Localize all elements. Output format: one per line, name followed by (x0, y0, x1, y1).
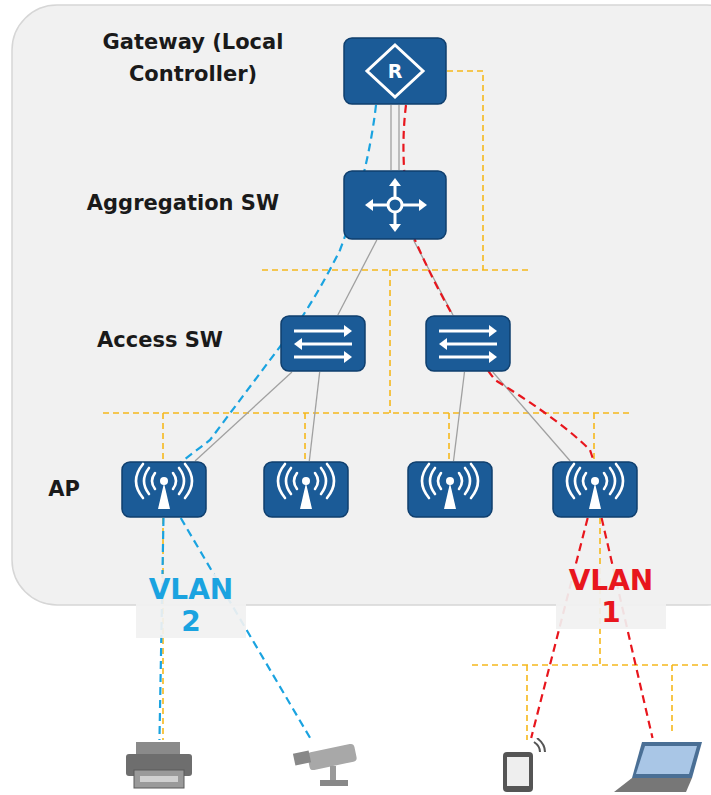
tablet-icon-shape (500, 738, 548, 794)
vlan2-flow (160, 105, 376, 478)
access-point: AP (121, 461, 207, 518)
aggregation-switch-shape (343, 170, 447, 240)
wired-link (195, 372, 292, 461)
laptop-icon (612, 738, 706, 794)
laptop-icon-shape (612, 738, 706, 794)
access-switch-shape (425, 315, 511, 372)
wired-link (398, 105, 399, 170)
aggregation-switch: Aggregation SW (343, 170, 447, 240)
wired-link (454, 372, 465, 461)
camera-icon-shape (290, 740, 362, 790)
vlan-label: VLAN 1 (556, 565, 666, 629)
printer-icon-shape (122, 740, 196, 790)
node-heading: AP (39, 474, 89, 506)
access-point (263, 461, 349, 518)
router-letter: R (343, 37, 447, 105)
gateway-router: Gateway (Local Controller)R (343, 37, 447, 105)
access-switch-shape (280, 315, 366, 372)
wired-link (309, 372, 319, 461)
access-point-shape (121, 461, 207, 518)
node-heading: Gateway (Local Controller) (53, 27, 333, 90)
access-switch (425, 315, 511, 372)
node-heading: Aggregation SW (43, 188, 323, 220)
vlan1-flow (403, 105, 600, 480)
printer-icon (122, 740, 196, 790)
site-region (12, 5, 711, 605)
access-point (552, 461, 638, 518)
access-point (407, 461, 493, 518)
vlan-label: VLAN 2 (136, 574, 246, 638)
camera-icon (290, 740, 362, 790)
wired-link (390, 105, 391, 170)
tablet-icon (500, 738, 548, 794)
management-bus (103, 71, 711, 740)
wired-link (493, 372, 570, 461)
access-point-shape (263, 461, 349, 518)
access-switch: Access SW (280, 315, 366, 372)
access-point-shape (552, 461, 638, 518)
wired-link (338, 240, 377, 315)
node-heading: Access SW (75, 325, 245, 357)
access-point-shape (407, 461, 493, 518)
